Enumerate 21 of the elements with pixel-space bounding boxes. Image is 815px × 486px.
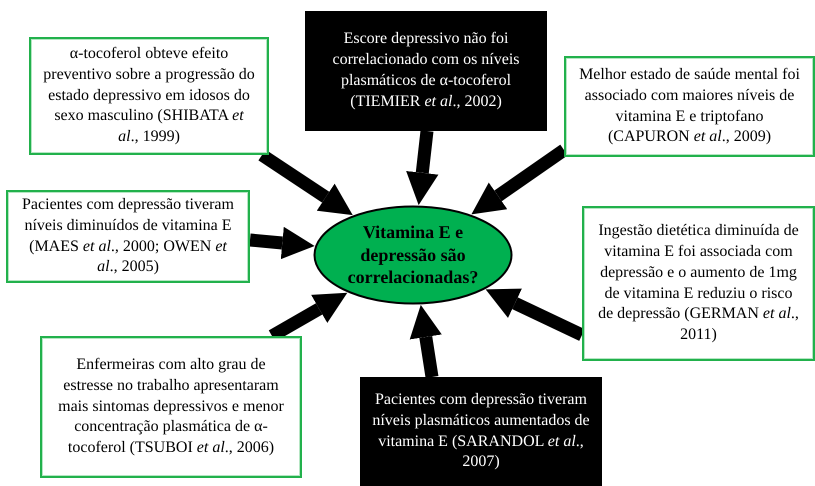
finding-box [582,206,815,361]
finding-box [29,37,269,155]
finding-text: Escore depressivo não foi correlacionado com os níveis plasmáticos de α-tocoferol (TIEMIER et al., 2002) [331,29,521,112]
question-ellipse [313,205,513,305]
arrow [471,144,568,214]
question-text: Vitamina E e depressão são correlacionadas? [346,221,480,289]
arrow [406,130,438,206]
arrow [249,226,315,260]
arrow [410,304,442,378]
finding-text: Melhor estado de saúde mental foi associado com maiores níveis de vitamina E e triptofano (CAPURON et al., 2009) [578,64,801,148]
finding-text: Pacientes com depressão tiveram níveis diminuídos de vitamina E (MAES et al., 2000; OWEN et al., 2005) [21,194,235,278]
finding-box [6,190,250,283]
finding-box [40,336,302,478]
finding-text: α-tocoferol obteve efeito preventivo sobre a progressão do estado depressivo em idosos do sexo masculino (SHIBATA et al., 1999) [42,44,256,148]
finding-text: Enfermeiras com alto grau de estresse no trabalho apresentaram mais sintomas depressivos e menor concentração plasmática de α-tocoferol (TSUBOI et al., 2006) [57,355,285,458]
finding-box [564,56,815,157]
finding-box [305,11,547,131]
finding-text: Pacientes com depressão tiveram níveis plasmáticos aumentados de vitamina E (SARANDOL et al., 2007) [371,390,591,472]
finding-text: Ingestão dietética diminuída de vitamina E foi associada com depressão e o aumento de 1mg de vitamina E reduziu o risco de depressão (GERMAN et al., 2011) [597,221,800,346]
arrow [258,150,353,216]
finding-box [360,377,602,486]
